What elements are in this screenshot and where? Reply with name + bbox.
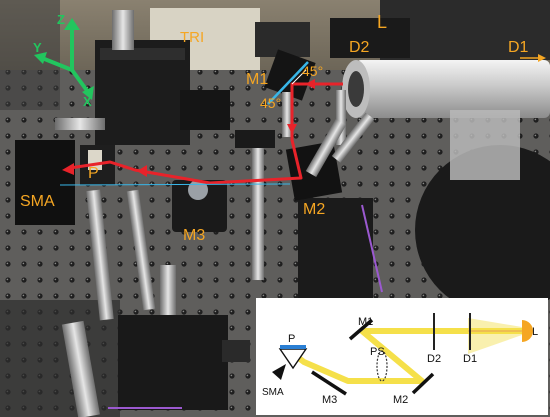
- x-axis-arrow: [70, 68, 90, 94]
- label-m3: M3: [183, 227, 205, 244]
- diagram-label-m1: M1: [358, 316, 373, 328]
- z-arrow-icon: [64, 18, 80, 30]
- diagram-label-ps: PS: [370, 346, 385, 358]
- laser-tube: [342, 60, 550, 180]
- angle-marker: [267, 61, 309, 105]
- purple-scale-bar: [361, 204, 383, 293]
- schematic-beam: [294, 328, 522, 384]
- detector-d2-housing: [255, 18, 410, 58]
- beam-path-red: [59, 79, 343, 186]
- axis-label-y: Y: [33, 40, 42, 55]
- beam-arrow-icon: [287, 124, 297, 134]
- label-m1: M1: [246, 71, 268, 88]
- y-arrow-icon: [34, 52, 47, 64]
- ps-element-icon: [376, 350, 388, 382]
- label-d2: D2: [349, 39, 370, 56]
- diagram-label-sma: SMA: [262, 387, 284, 398]
- mirror-m2-mount: [285, 112, 383, 298]
- x-arrow-icon: [82, 86, 94, 100]
- diagram-label-p: P: [288, 333, 295, 345]
- table-hole: [415, 145, 550, 315]
- diagram-label-l: L: [532, 326, 538, 338]
- beam-arrow-icon: [62, 163, 74, 175]
- label-tri: TRI: [180, 29, 204, 46]
- mirror-m1-icon: [348, 318, 374, 341]
- label-l: L: [377, 12, 387, 32]
- diagram-label-m3: M3: [322, 394, 337, 406]
- schematic-inset: M1 D2 D1 L P PS SMA M3 M2: [256, 298, 548, 415]
- lamp-icon: [522, 320, 533, 342]
- collecting-optics: [15, 140, 250, 417]
- micrometer-knob: [55, 118, 105, 130]
- diagram-label-d1: D1: [463, 353, 477, 365]
- mirror-m1-mount: [264, 49, 346, 145]
- mirror-m3-icon: [311, 370, 347, 396]
- translation-stage: [55, 10, 230, 145]
- axis-label-z: Z: [57, 12, 65, 27]
- sma-eye-icon: [272, 364, 286, 380]
- mirror-m3-mount: [172, 130, 275, 280]
- d1-arrow: [520, 54, 546, 62]
- beam-arrow-icon: [137, 165, 147, 177]
- axis-label-x: X: [83, 94, 92, 109]
- diagram-label-d2: D2: [427, 353, 441, 365]
- coordinate-axes: Z Y X: [33, 12, 94, 109]
- prism-top-icon: [280, 345, 306, 349]
- y-axis-arrow: [41, 56, 73, 72]
- label-angle-lower: 45°: [260, 95, 281, 111]
- label-angle-upper: 45°: [302, 63, 323, 79]
- label-m2: M2: [303, 201, 325, 218]
- mirror-m2-icon: [411, 372, 435, 395]
- diagram-label-m2: M2: [393, 394, 408, 406]
- label-p: P: [88, 165, 99, 182]
- label-sma: SMA: [20, 193, 55, 210]
- photo-labels: TRI L D2 D1 M1 45° 45° P SMA M2 M3: [20, 12, 529, 244]
- beam-arrow-icon: [305, 79, 315, 89]
- label-d1: D1: [508, 39, 529, 56]
- reference-line: [59, 183, 291, 186]
